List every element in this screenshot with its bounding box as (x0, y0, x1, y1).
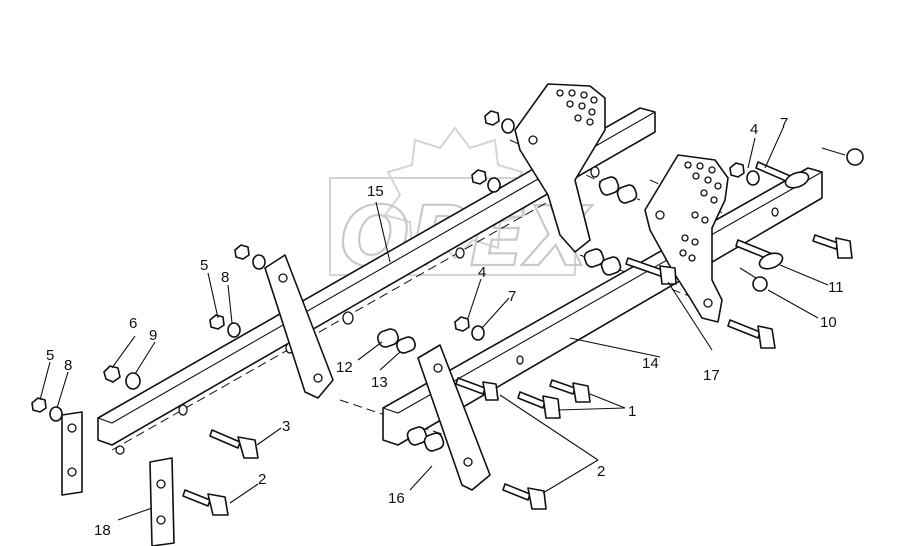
nut-6 (103, 365, 141, 390)
callout-4-top: 4 (750, 121, 758, 138)
callout-7-top: 7 (780, 115, 788, 132)
long-bolt-center (625, 257, 677, 285)
linch-pin-10 (739, 267, 768, 292)
bolts (182, 234, 853, 516)
nut-5-left (31, 397, 63, 422)
bolt-rear-b (812, 234, 853, 259)
callout-16: 16 (388, 490, 405, 507)
callout-3: 3 (282, 418, 290, 435)
callout-12: 12 (336, 359, 353, 376)
callout-2-bottom: 2 (597, 463, 605, 480)
strap-plate-left (264, 254, 334, 399)
callout-5-left: 5 (46, 347, 54, 364)
callout-18: 18 (94, 522, 111, 539)
callout-8-mid: 8 (221, 269, 229, 286)
callout-11: 11 (828, 279, 844, 296)
callout-5-mid: 5 (200, 257, 208, 274)
nut-upper-b (471, 169, 501, 193)
front-frame-bar (97, 107, 656, 455)
pin-11 (735, 239, 784, 270)
callout-6: 6 (129, 315, 137, 332)
bolt-rear-a (727, 319, 776, 349)
bolt-2-bottom (502, 483, 547, 510)
bolt-1-c (549, 379, 591, 403)
nut-5-top (234, 244, 266, 270)
strap-plate-16 (417, 344, 491, 491)
callout-4-mid: 4 (478, 264, 486, 281)
callout-1: 1 (628, 403, 636, 420)
nut-5-mid (209, 314, 241, 338)
nuts-washers (31, 110, 760, 422)
callout-10: 10 (820, 314, 837, 331)
nut-4-top (729, 162, 760, 186)
callout-15: 15 (367, 183, 384, 200)
leader-lines (39, 127, 829, 521)
bolt-1-a (455, 377, 499, 401)
callout-8-left: 8 (64, 357, 72, 374)
callout-14: 14 (642, 355, 659, 372)
nut-4-mid (454, 316, 485, 341)
nut-upper-a (484, 110, 515, 134)
watermark-gear (383, 126, 527, 260)
bolt-3 (209, 429, 259, 459)
bolt-1-b (517, 391, 561, 419)
callout-2-left: 2 (258, 471, 266, 488)
callout-9: 9 (149, 327, 157, 344)
callout-13: 13 (371, 374, 388, 391)
bushings (377, 176, 638, 452)
small-plate-bottom (149, 457, 175, 546)
hitch-plate-upper (514, 83, 606, 253)
bolt-2-left (182, 489, 229, 516)
callout-7-mid: 7 (508, 288, 516, 305)
hitch-plate-17 (644, 154, 729, 323)
callout-labels: 1 2 2 3 4 4 5 5 6 7 7 8 8 9 10 11 12 13 … (46, 115, 844, 539)
small-plate-left (61, 411, 83, 496)
callout-17: 17 (703, 367, 720, 384)
